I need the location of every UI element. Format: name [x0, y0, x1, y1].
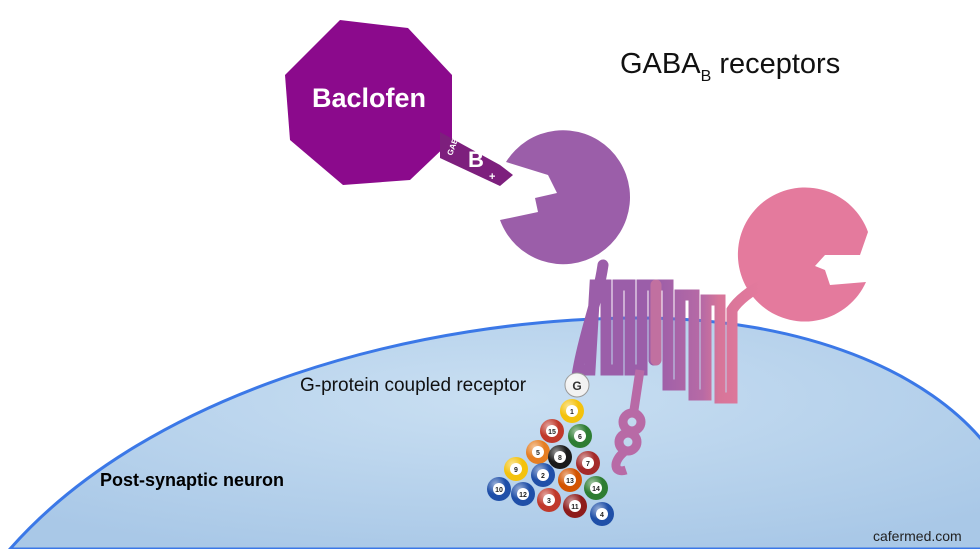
billiard-ball-5: 5 [526, 440, 550, 464]
title-subscript: B [700, 68, 712, 85]
billiard-ball-13: 13 [558, 468, 582, 492]
billiard-ball-number: 13 [566, 478, 574, 485]
gaba-b2-domain [737, 187, 868, 322]
billiard-ball-14: 14 [584, 476, 608, 500]
neuron-label: Post-synaptic neuron [100, 470, 285, 490]
billiard-ball-number: 6 [578, 434, 582, 441]
billiard-ball-number: 10 [495, 487, 503, 494]
baclofen-octagon [285, 20, 452, 185]
billiard-ball-number: 11 [571, 504, 579, 511]
billiard-ball-2: 2 [531, 463, 555, 487]
billiard-ball-9: 9 [504, 457, 528, 481]
credit-text: cafermed.com [873, 528, 962, 544]
gaba-b1-binding-domain [500, 130, 631, 265]
billiard-ball-number: 7 [586, 461, 590, 468]
billiard-ball-number: 9 [514, 467, 518, 474]
billiard-ball-7: 7 [576, 451, 600, 475]
billiard-ball-4: 4 [590, 502, 614, 526]
receptor-tail [611, 369, 646, 476]
title-main: GABA [620, 48, 701, 80]
billiard-ball-8: 8 [548, 445, 572, 469]
billiard-ball-10: 10 [487, 477, 511, 501]
page-title: GABAB receptors [620, 48, 840, 86]
billiard-ball-number: 12 [519, 492, 527, 499]
billiard-ball-number: 1 [570, 409, 574, 416]
billiard-ball-number: 2 [541, 473, 545, 480]
gaba-b-tag-plus: + [489, 171, 495, 183]
baclofen-label: Baclofen [312, 83, 426, 113]
title-suffix: receptors [719, 48, 841, 80]
transmembrane-coils [571, 259, 768, 404]
gaba-b-tag-letter: B [468, 147, 484, 172]
billiard-ball-number: 5 [536, 450, 540, 457]
billiard-ball-11: 11 [563, 494, 587, 518]
billiard-ball-number: 15 [548, 429, 556, 436]
g-protein-ball: G [564, 372, 590, 398]
neuron-cell-body [8, 316, 980, 549]
billiard-ball-number: 4 [600, 512, 604, 519]
billiard-ball-number: 14 [592, 486, 600, 493]
billiard-ball-6: 6 [568, 424, 592, 448]
billiard-ball-12: 12 [511, 482, 535, 506]
billiard-ball-number: 8 [558, 455, 562, 462]
billiard-ball-1: 1 [560, 399, 584, 423]
billiard-ball-number: 3 [547, 498, 551, 505]
billiard-ball-3: 3 [537, 488, 561, 512]
gpcr-label: G-protein coupled receptor [300, 375, 527, 396]
billiard-ball-15: 15 [540, 419, 564, 443]
gaba-b-tag: GABA B + [440, 131, 513, 186]
g-ball-label: G [572, 379, 581, 393]
billiard-ball-rack: 1 15 6 5 8 7 9 2 13 14 10 12 3 11 4 [487, 399, 614, 526]
